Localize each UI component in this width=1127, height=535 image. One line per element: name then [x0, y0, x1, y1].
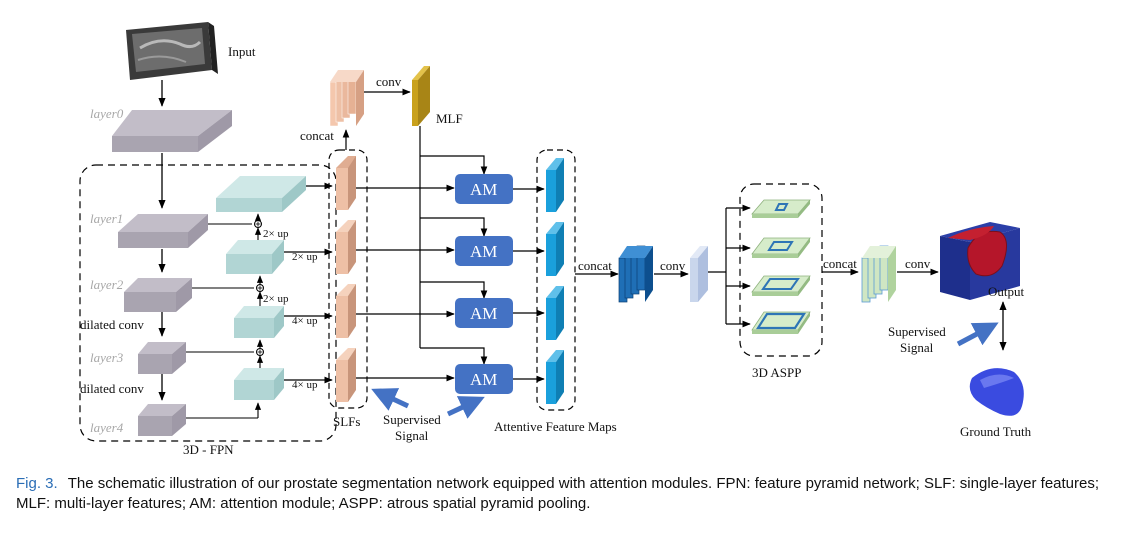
input-label: Input [228, 44, 256, 59]
layer2-block [124, 278, 192, 312]
sum-node-1 [254, 220, 262, 228]
layer1-block [118, 214, 208, 248]
output-label: Output [988, 284, 1025, 299]
up-label-4x-a: 4× up [292, 315, 318, 327]
up-label-2x-b: 2× up [292, 251, 318, 263]
up-label-4x-b: 4× up [292, 379, 318, 391]
input-image [126, 22, 218, 80]
am-label-2: AM [470, 242, 497, 261]
slf-1 [336, 156, 356, 210]
attentive-map-2 [546, 222, 564, 276]
conv-output-block [690, 246, 708, 302]
sum-node-3 [256, 348, 264, 356]
layer3-block [138, 342, 186, 374]
signal-label-1: Signal [395, 428, 429, 443]
attentive-maps-box [536, 149, 576, 411]
attentive-maps-label: Attentive Feature Maps [494, 419, 617, 434]
am-box-4 [455, 364, 513, 394]
conv-label-mid: conv [660, 258, 686, 273]
slfs-label: SLFs [333, 414, 360, 429]
fpn-block-2 [226, 240, 284, 274]
supervised-arrow-2 [446, 396, 485, 419]
slf-4 [336, 348, 356, 402]
slf-2 [336, 220, 356, 274]
aspp-plate-1 [751, 199, 811, 218]
am-box-2 [455, 236, 513, 266]
output-volume [940, 222, 1020, 300]
concat-label-right: concat [823, 256, 857, 271]
attentive-map-4 [546, 350, 564, 404]
am-label-3: AM [470, 304, 497, 323]
dilated-conv-label-1: dilated conv [80, 317, 144, 332]
ground-truth-label: Ground Truth [960, 424, 1032, 439]
concat-label-top: concat [300, 128, 334, 143]
am-label-1: AM [470, 180, 497, 199]
supervised-arrow-1 [371, 388, 410, 411]
layer2-label: layer2 [90, 277, 124, 292]
concat-stack-mid [618, 245, 653, 303]
mlf-block [412, 66, 430, 126]
supervised-label-1: Supervised [383, 412, 441, 427]
slfs-box [328, 149, 368, 409]
fpn-block-4 [234, 368, 284, 400]
mlf-label: MLF [436, 111, 463, 126]
conv-label-right: conv [905, 256, 931, 271]
attentive-map-1 [546, 158, 564, 212]
attentive-map-3 [546, 286, 564, 340]
dilated-conv-label-2: dilated conv [80, 381, 144, 396]
aspp-plate-3 [751, 275, 811, 296]
up-label-2x-a: 2× up [263, 228, 289, 240]
supervised-arrow-3 [956, 322, 999, 347]
conv-label-top: conv [376, 74, 402, 89]
fpn-block-3 [234, 306, 284, 338]
concat-label-mid: concat [578, 258, 612, 273]
aspp-plate-4 [751, 311, 811, 334]
layer0-label: layer0 [90, 106, 124, 121]
layer0-block [112, 110, 232, 152]
sum-node-2 [256, 284, 264, 292]
ground-truth-shape [969, 368, 1024, 416]
am-label-4: AM [470, 370, 497, 389]
figure-number: Fig. 3. [16, 475, 58, 492]
fpn-box [79, 164, 337, 442]
concat-stack-right [861, 245, 896, 303]
signal-label-2: Signal [900, 340, 934, 355]
concat-stack-top [329, 69, 364, 127]
up-label-2x-c: 2× up [263, 293, 289, 305]
am-box-3 [455, 298, 513, 328]
fpn-block-1 [216, 176, 306, 212]
layer4-block [138, 404, 186, 436]
aspp-box [739, 183, 823, 357]
layer4-label: layer4 [90, 420, 124, 435]
figure-caption: Fig. 3.The schematic illustration of our… [16, 474, 1116, 514]
slf-3 [336, 284, 356, 338]
layer1-label: layer1 [90, 211, 123, 226]
aspp-label: 3D ASPP [752, 365, 802, 380]
aspp-plate-2 [751, 237, 811, 258]
layer3-label: layer3 [90, 350, 124, 365]
am-box-1 [455, 174, 513, 204]
supervised-label-2: Supervised [888, 324, 946, 339]
caption-text: The schematic illustration of our prosta… [16, 475, 1100, 512]
fpn-label: 3D - FPN [183, 442, 234, 457]
